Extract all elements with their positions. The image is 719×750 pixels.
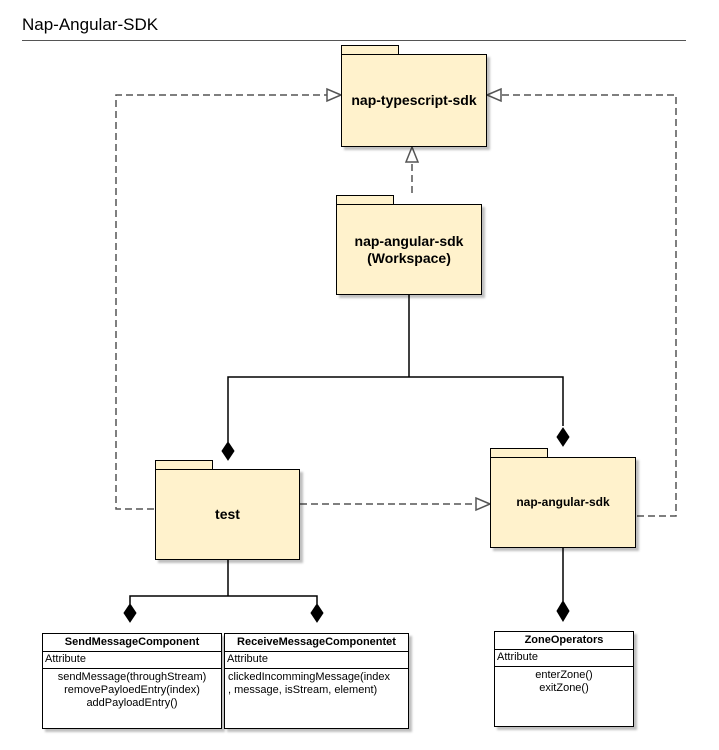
composition-diamond-test [221,441,235,461]
class-operation: , message, isStream, element) [228,684,378,696]
composition-line-to-angular-sdk [409,376,564,426]
class-name: ZoneOperators [495,632,633,650]
composition-diamond-angular-sdk [556,427,570,447]
package-typescript-sdk[interactable]: nap-typescript-sdk [341,54,487,147]
package-angular-sdk[interactable]: nap-angular-sdk [490,457,636,548]
class-operation: sendMessage(throughStream) [57,671,207,683]
class-send-message-component[interactable]: SendMessageComponent Attribute sendMessa… [42,633,222,729]
arrowhead-workspace-to-typescript [404,144,420,163]
arrowhead-angular-sdk-to-typescript [485,87,502,103]
package-test[interactable]: test [155,469,300,560]
class-operations: clickedIncommingMessage(index , message,… [225,669,408,697]
arrowhead-test-to-typescript [326,87,343,103]
class-operation: removePayloedEntry(index) [64,684,200,696]
class-operation: enterZone() [535,669,593,681]
class-operations: enterZone() exitZone() [495,667,633,695]
class-attribute-section: Attribute [225,652,408,669]
class-receive-message-component[interactable]: ReceiveMessageComponentet Attribute clic… [224,633,409,729]
package-angular-workspace[interactable]: nap-angular-sdk (Workspace) [336,204,482,295]
arrowhead-test-to-angular-sdk [475,496,492,512]
class-operation: addPayloadEntry() [86,697,178,709]
class-operation: clickedIncommingMessage(index [228,671,391,683]
class-operations: sendMessage(throughStream) removePayloed… [43,669,221,710]
class-name: ReceiveMessageComponentet [225,634,408,652]
package-label: nap-angular-sdk [516,495,610,509]
title-divider [22,40,686,41]
package-label: test [215,506,240,522]
composition-line-to-send-message [129,595,228,604]
composition-diamond-zone-operators [556,600,570,622]
composition-diamond-receive-message [310,603,324,623]
diagram-title: Nap-Angular-SDK [22,15,159,34]
class-name: SendMessageComponent [43,634,221,652]
package-label: nap-typescript-sdk [351,92,477,108]
class-attribute-section: Attribute [495,650,633,667]
class-operation: exitZone() [539,682,589,694]
class-attribute-section: Attribute [43,652,221,669]
package-label: nap-angular-sdk (Workspace) [354,232,464,266]
composition-line-to-test [227,376,409,442]
composition-diamond-send-message [123,603,137,623]
dependency-line-test-to-typescript [115,94,330,510]
class-zone-operators[interactable]: ZoneOperators Attribute enterZone() exit… [494,631,634,727]
composition-line-to-receive-message [228,595,318,604]
